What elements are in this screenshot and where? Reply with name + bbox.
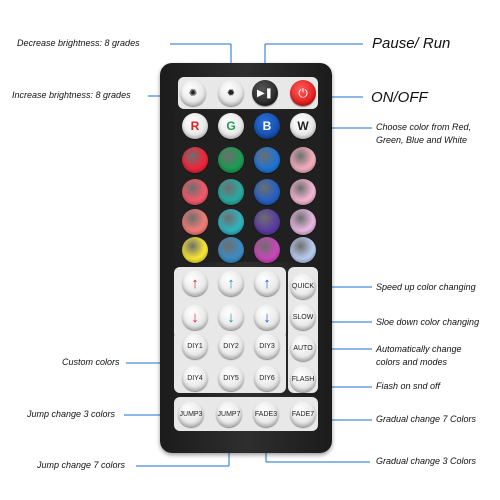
green-button[interactable]: G xyxy=(218,113,244,139)
quick-button[interactable]: QUICK xyxy=(290,273,316,299)
color-button[interactable] xyxy=(182,237,208,263)
fade3-button[interactable]: FADE3 xyxy=(253,401,279,427)
green-label: G xyxy=(226,119,236,133)
color-button[interactable] xyxy=(218,237,244,263)
label-on-off: ON/OFF xyxy=(371,89,428,106)
color-button[interactable] xyxy=(218,179,244,205)
label-jump7: Jump change 7 colors xyxy=(37,460,126,470)
color-button[interactable] xyxy=(182,147,208,173)
green-up-button[interactable]: ↑ xyxy=(218,270,244,296)
color-button[interactable] xyxy=(182,209,208,235)
flash-button[interactable]: FLASH xyxy=(290,366,316,392)
diy3-button[interactable]: DIY3 xyxy=(254,333,280,359)
green-down-button[interactable]: ↓ xyxy=(218,304,244,330)
diy4-button[interactable]: DIY4 xyxy=(182,365,208,391)
down-arrow-icon: ↓ xyxy=(263,308,271,326)
up-arrow-icon: ↑ xyxy=(263,274,271,292)
power-button[interactable]: ⏻ xyxy=(290,80,316,106)
color-button[interactable] xyxy=(254,209,280,235)
blue-button[interactable]: B xyxy=(254,113,280,139)
slow-button[interactable]: SLOW xyxy=(290,304,316,330)
play-pause-icon: ▶❚ xyxy=(256,87,274,99)
up-arrow-icon: ↑ xyxy=(191,274,199,292)
remote-control: ✺ ✹ ▶❚ ⏻ R G B W ↑ ↑ ↑ ↓ ↓ ↓ DIY1 DIY2 D… xyxy=(160,63,332,453)
red-down-button[interactable]: ↓ xyxy=(182,304,208,330)
label-jump3: Jump change 3 colors xyxy=(27,409,116,419)
color-button[interactable] xyxy=(254,179,280,205)
blue-down-button[interactable]: ↓ xyxy=(254,304,280,330)
label-speed-up: Speed up color changing xyxy=(376,282,476,292)
auto-button[interactable]: AUTO xyxy=(290,335,316,361)
color-button[interactable] xyxy=(218,209,244,235)
down-arrow-icon: ↓ xyxy=(191,308,199,326)
blue-label: B xyxy=(262,119,272,133)
blue-up-button[interactable]: ↑ xyxy=(254,270,280,296)
diy6-button[interactable]: DIY6 xyxy=(254,365,280,391)
color-button[interactable] xyxy=(290,179,316,205)
up-arrow-icon: ↑ xyxy=(227,274,235,292)
label-increase-brightness: Increase brightness: 8 grades xyxy=(12,90,131,100)
down-arrow-icon: ↓ xyxy=(227,308,235,326)
fade7-button[interactable]: FADE7 xyxy=(290,401,316,427)
diy5-button[interactable]: DIY5 xyxy=(218,365,244,391)
dim-bulb-icon: ✺ xyxy=(188,87,198,99)
diy2-button[interactable]: DIY2 xyxy=(218,333,244,359)
red-up-button[interactable]: ↑ xyxy=(182,270,208,296)
label-fade7: Gradual change 7 Colors xyxy=(376,414,477,424)
jump7-button[interactable]: JUMP7 xyxy=(216,401,242,427)
label-fade3: Gradual change 3 Colors xyxy=(376,456,477,466)
label-slow-down: Sloe down color changing xyxy=(376,317,480,327)
white-label: W xyxy=(297,119,309,133)
color-button[interactable] xyxy=(182,179,208,205)
white-button[interactable]: W xyxy=(290,113,316,139)
diy1-button[interactable]: DIY1 xyxy=(182,333,208,359)
power-icon: ⏻ xyxy=(298,85,308,100)
color-button[interactable] xyxy=(254,147,280,173)
label-decrease-brightness: Decrease brightness: 8 grades xyxy=(17,38,140,48)
red-label: R xyxy=(190,119,200,133)
label-pause-run: Pause/ Run xyxy=(372,35,451,52)
color-button[interactable] xyxy=(254,237,280,263)
label-auto: Automatically change colors and modes xyxy=(376,344,462,367)
pause-run-button[interactable]: ▶❚ xyxy=(252,80,278,106)
label-flash: Fiash on snd off xyxy=(376,381,441,391)
color-button[interactable] xyxy=(290,147,316,173)
red-button[interactable]: R xyxy=(182,113,208,139)
jump3-button[interactable]: JUMP3 xyxy=(178,401,204,427)
color-button[interactable] xyxy=(218,147,244,173)
increase-brightness-button[interactable]: ✹ xyxy=(218,80,244,106)
label-choose-color: Choose color from Red, Green, Blue and W… xyxy=(376,122,472,145)
color-button[interactable] xyxy=(290,237,316,263)
label-custom-colors: Custom colors xyxy=(62,357,120,367)
color-button[interactable] xyxy=(290,209,316,235)
bright-bulb-icon: ✹ xyxy=(226,87,236,99)
decrease-brightness-button[interactable]: ✺ xyxy=(180,80,206,106)
